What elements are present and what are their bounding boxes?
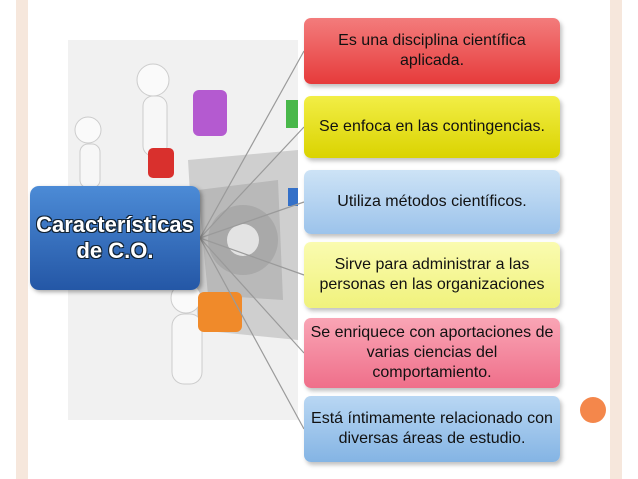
item-text: Es una disciplina científica aplicada. bbox=[338, 32, 526, 69]
item-box-6: Está íntimamente relacionado con diversa… bbox=[304, 396, 560, 462]
item-text: Se enriquece con aportaciones de varias … bbox=[310, 324, 554, 381]
item-box-5: Se enriquece con aportaciones de varias … bbox=[304, 318, 560, 388]
right-decorative-bar bbox=[610, 0, 622, 479]
item-text: Utiliza métodos científicos. bbox=[337, 193, 527, 210]
center-title: Características de C.O. bbox=[36, 212, 194, 263]
item-text: Está íntimamente relacionado con diversa… bbox=[311, 410, 553, 447]
item-box-1: Es una disciplina científica aplicada. bbox=[304, 18, 560, 84]
item-box-3: Utiliza métodos científicos. bbox=[304, 170, 560, 234]
item-text: Sirve para administrar a las personas en… bbox=[319, 256, 545, 293]
left-decorative-bar bbox=[16, 0, 28, 479]
item-box-2: Se enfoca en las contingencias. bbox=[304, 96, 560, 158]
center-topic-box: Características de C.O. bbox=[30, 186, 200, 290]
item-box-4: Sirve para administrar a las personas en… bbox=[304, 242, 560, 308]
item-text: Se enfoca en las contingencias. bbox=[319, 118, 545, 135]
orange-circle-decoration bbox=[580, 397, 606, 423]
puzzle-people-icon bbox=[68, 40, 298, 420]
